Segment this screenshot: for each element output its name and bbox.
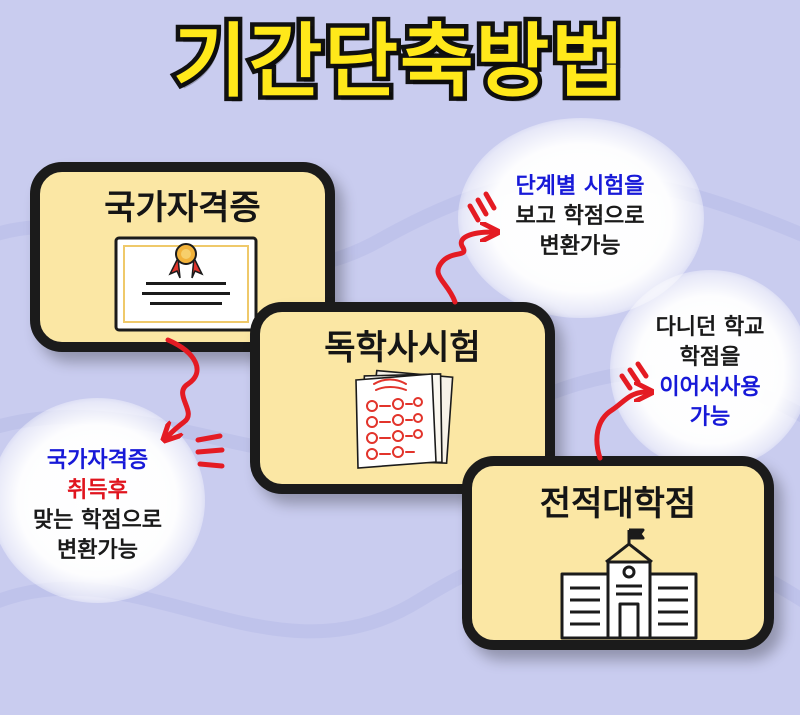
- note-transfer-credits: 다니던 학교 학점을 이어서사용 가능: [635, 313, 785, 433]
- note-line: 변환가능: [539, 234, 621, 259]
- note-line: 변환가능: [57, 538, 138, 563]
- university-building-icon: [560, 528, 698, 640]
- card-label: 독학사시험: [324, 328, 481, 368]
- note-line: 취득후: [67, 478, 128, 503]
- note-line: 이어서사용: [659, 375, 761, 400]
- note-line: 단계별 시험을: [515, 174, 645, 199]
- note-line: 다니던 학교: [655, 315, 765, 340]
- note-national-certificate: 국가자격증 취득후 맞는 학점으로 변환가능: [10, 446, 185, 566]
- card-previous-college-credits: 전적대학점: [462, 456, 774, 650]
- card-label: 국가자격증: [104, 188, 261, 228]
- note-line: 학점을: [679, 345, 741, 370]
- note-line: 국가자격증: [46, 448, 149, 473]
- note-line: 보고 학점으로: [515, 204, 645, 229]
- note-line: 맞는 학점으로: [32, 508, 163, 533]
- card-label: 전적대학점: [539, 484, 697, 524]
- note-bachelor-exam: 단계별 시험을 보고 학점으로 변환가능: [485, 172, 675, 262]
- card-independent-bachelor-exam: 독학사시험: [250, 302, 555, 494]
- certificate-with-medal-icon: [114, 236, 258, 332]
- graded-exam-papers-icon: [355, 369, 454, 469]
- note-line: 가능: [689, 405, 731, 430]
- page-title: 기간단축방법: [169, 15, 630, 108]
